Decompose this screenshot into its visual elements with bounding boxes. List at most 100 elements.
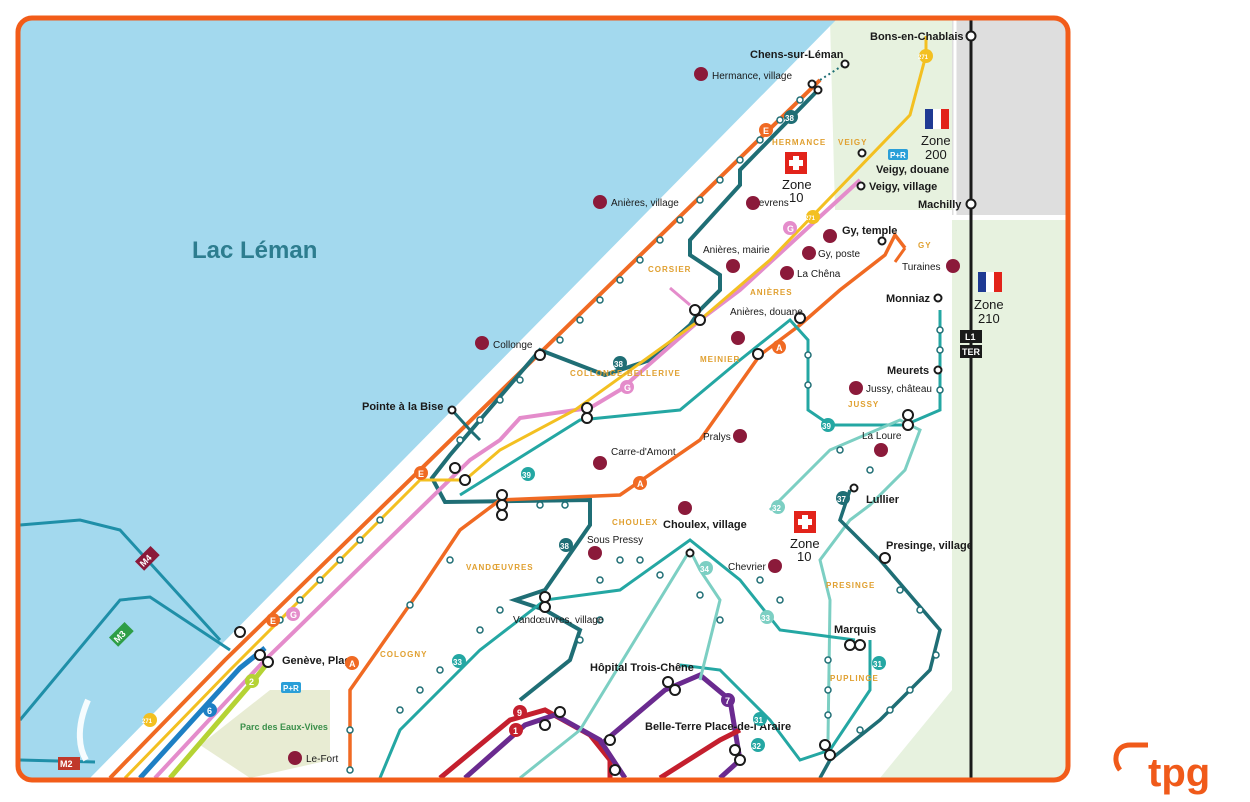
stop-veigy-village[interactable]: Veigy, village bbox=[869, 181, 937, 193]
svg-text:A: A bbox=[349, 659, 356, 669]
zone10-b-label: Zone bbox=[790, 536, 820, 551]
area-veigy: VEIGY bbox=[838, 138, 867, 147]
area-puplinge: PUPLINGE bbox=[830, 674, 879, 683]
stop-presinge-village[interactable]: Presinge, village bbox=[886, 540, 973, 552]
zone10-a-number: 10 bbox=[789, 190, 803, 205]
stop-collonge[interactable]: Collonge bbox=[493, 340, 533, 351]
svg-text:G: G bbox=[624, 383, 631, 393]
svg-text:34: 34 bbox=[700, 565, 709, 574]
line-a bbox=[348, 231, 907, 770]
terminus-dots bbox=[447, 59, 943, 558]
area-meinier: MEINIER bbox=[700, 355, 740, 364]
area-gy: GY bbox=[918, 241, 932, 250]
stop-gy-poste[interactable]: Gy, poste bbox=[818, 249, 860, 260]
stop-anieres-village[interactable]: Anières, village bbox=[611, 198, 679, 209]
area-collonge: COLLONGE-BELLERIVE bbox=[570, 369, 681, 378]
area-hermance: HERMANCE bbox=[772, 138, 826, 147]
line-32 bbox=[768, 418, 922, 741]
stop-pralys[interactable]: Pralys bbox=[703, 432, 731, 443]
france-grey-area bbox=[952, 20, 1066, 215]
stop-anieres-mairie[interactable]: Anières, mairie bbox=[703, 245, 770, 256]
area-cologny: COLOGNY bbox=[380, 650, 427, 659]
svg-text:E: E bbox=[763, 126, 769, 136]
park-label: Parc des Eaux-Vives bbox=[240, 722, 328, 732]
stop-sous-pressy[interactable]: Sous Pressy bbox=[587, 535, 643, 546]
line-271 bbox=[123, 36, 928, 778]
stop-vandoeuvres-village[interactable]: Vandœuvres, village bbox=[513, 615, 604, 626]
stop-geneve-plage[interactable]: Genève, Plage bbox=[282, 655, 357, 667]
stop-la-chena[interactable]: La Chêna bbox=[797, 269, 841, 280]
stop-turaines[interactable]: Turaines bbox=[902, 262, 941, 273]
stop-choulex-village[interactable]: Choulex, village bbox=[663, 519, 747, 531]
tpg-logo[interactable]: tpg bbox=[1113, 742, 1210, 795]
french-flag-icon bbox=[925, 109, 949, 129]
stop-marquis[interactable]: Marquis bbox=[834, 624, 876, 636]
stop-monniaz[interactable]: Monniaz bbox=[886, 293, 930, 305]
line-badges: 38 38 38 G G G E E E A A A 39 39 33 33 3… bbox=[58, 49, 933, 770]
zone210-label: Zone bbox=[974, 297, 1004, 312]
stop-veigy-douane[interactable]: Veigy, douane bbox=[876, 164, 949, 176]
french-flag-icon bbox=[978, 272, 1002, 292]
stop-anieres-douane[interactable]: Anières, douane bbox=[730, 307, 803, 318]
rail-l1-label: L1 bbox=[965, 332, 976, 342]
zone200-label: Zone bbox=[921, 133, 951, 148]
line-e bbox=[108, 78, 822, 778]
stop-la-loure[interactable]: La Loure bbox=[862, 431, 902, 442]
stop-pointe-bise[interactable]: Pointe à la Bise bbox=[362, 401, 443, 413]
stop-chens[interactable]: Chens-sur-Léman bbox=[750, 49, 844, 61]
stop-gy-temple[interactable]: Gy, temple bbox=[842, 225, 897, 237]
zone10-a-label: Zone bbox=[782, 177, 812, 192]
rail-ter-label: TER bbox=[962, 347, 981, 357]
zone200-number: 200 bbox=[925, 147, 947, 162]
svg-text:1: 1 bbox=[513, 726, 518, 736]
lake bbox=[20, 20, 836, 778]
svg-text:32: 32 bbox=[772, 504, 781, 513]
zone10-b-number: 10 bbox=[797, 549, 811, 564]
svg-text:G: G bbox=[787, 224, 794, 234]
line-39 bbox=[459, 310, 942, 497]
svg-text:271: 271 bbox=[918, 55, 929, 61]
france-stations bbox=[965, 30, 977, 210]
svg-text:2: 2 bbox=[249, 677, 254, 687]
svg-text:31: 31 bbox=[873, 660, 882, 669]
svg-text:A: A bbox=[776, 343, 783, 353]
stop-hopital[interactable]: Hôpital Trois-Chêne bbox=[590, 662, 694, 674]
pr-badge-plage: P+R bbox=[283, 684, 299, 693]
svg-text:7: 7 bbox=[725, 696, 730, 706]
svg-text:6: 6 bbox=[207, 706, 212, 716]
svg-text:33: 33 bbox=[761, 614, 770, 623]
svg-text:37: 37 bbox=[837, 495, 846, 504]
svg-text:9: 9 bbox=[517, 708, 522, 718]
svg-text:E: E bbox=[418, 469, 424, 479]
stop-meurets[interactable]: Meurets bbox=[887, 365, 929, 377]
area-jussy: JUSSY bbox=[848, 400, 879, 409]
stop-chevrier[interactable]: Chevrier bbox=[728, 562, 766, 573]
pr-badge-veigy: P+R bbox=[890, 151, 906, 160]
svg-text:271: 271 bbox=[805, 216, 816, 222]
swiss-flag-icon bbox=[785, 152, 807, 174]
stop-jussy-chateau[interactable]: Jussy, château bbox=[866, 384, 932, 395]
stop-chevrens[interactable]: Chevrens bbox=[746, 198, 789, 209]
france-area-east bbox=[880, 220, 1066, 778]
area-presinge: PRESINGE bbox=[826, 581, 875, 590]
svg-text:31: 31 bbox=[754, 716, 763, 725]
stop-carre-amont[interactable]: Carre-d'Amont bbox=[611, 447, 676, 458]
stop-lullier[interactable]: Lullier bbox=[866, 494, 900, 506]
stop-belle-terre[interactable]: Belle-Terre Place-de-l'Araire bbox=[645, 721, 791, 733]
svg-text:E: E bbox=[270, 616, 276, 626]
line-37 bbox=[818, 489, 942, 778]
line-34 bbox=[519, 546, 722, 778]
stop-hermance-village[interactable]: Hermance, village bbox=[712, 71, 792, 82]
stop-le-fort[interactable]: Le-Fort bbox=[306, 754, 338, 765]
area-choulex: CHOULEX bbox=[612, 518, 658, 527]
line-g bbox=[153, 178, 862, 778]
stop-bons[interactable]: Bons-en-Chablais bbox=[870, 31, 964, 43]
lake-title: Lac Léman bbox=[192, 237, 317, 264]
svg-text:33: 33 bbox=[453, 658, 462, 667]
stop-dots bbox=[276, 96, 944, 774]
svg-text:G: G bbox=[290, 610, 297, 620]
svg-text:39: 39 bbox=[822, 422, 831, 431]
stop-machilly[interactable]: Machilly bbox=[918, 199, 962, 211]
interchanges bbox=[234, 304, 914, 776]
area-corsier: CORSIER bbox=[648, 265, 691, 274]
